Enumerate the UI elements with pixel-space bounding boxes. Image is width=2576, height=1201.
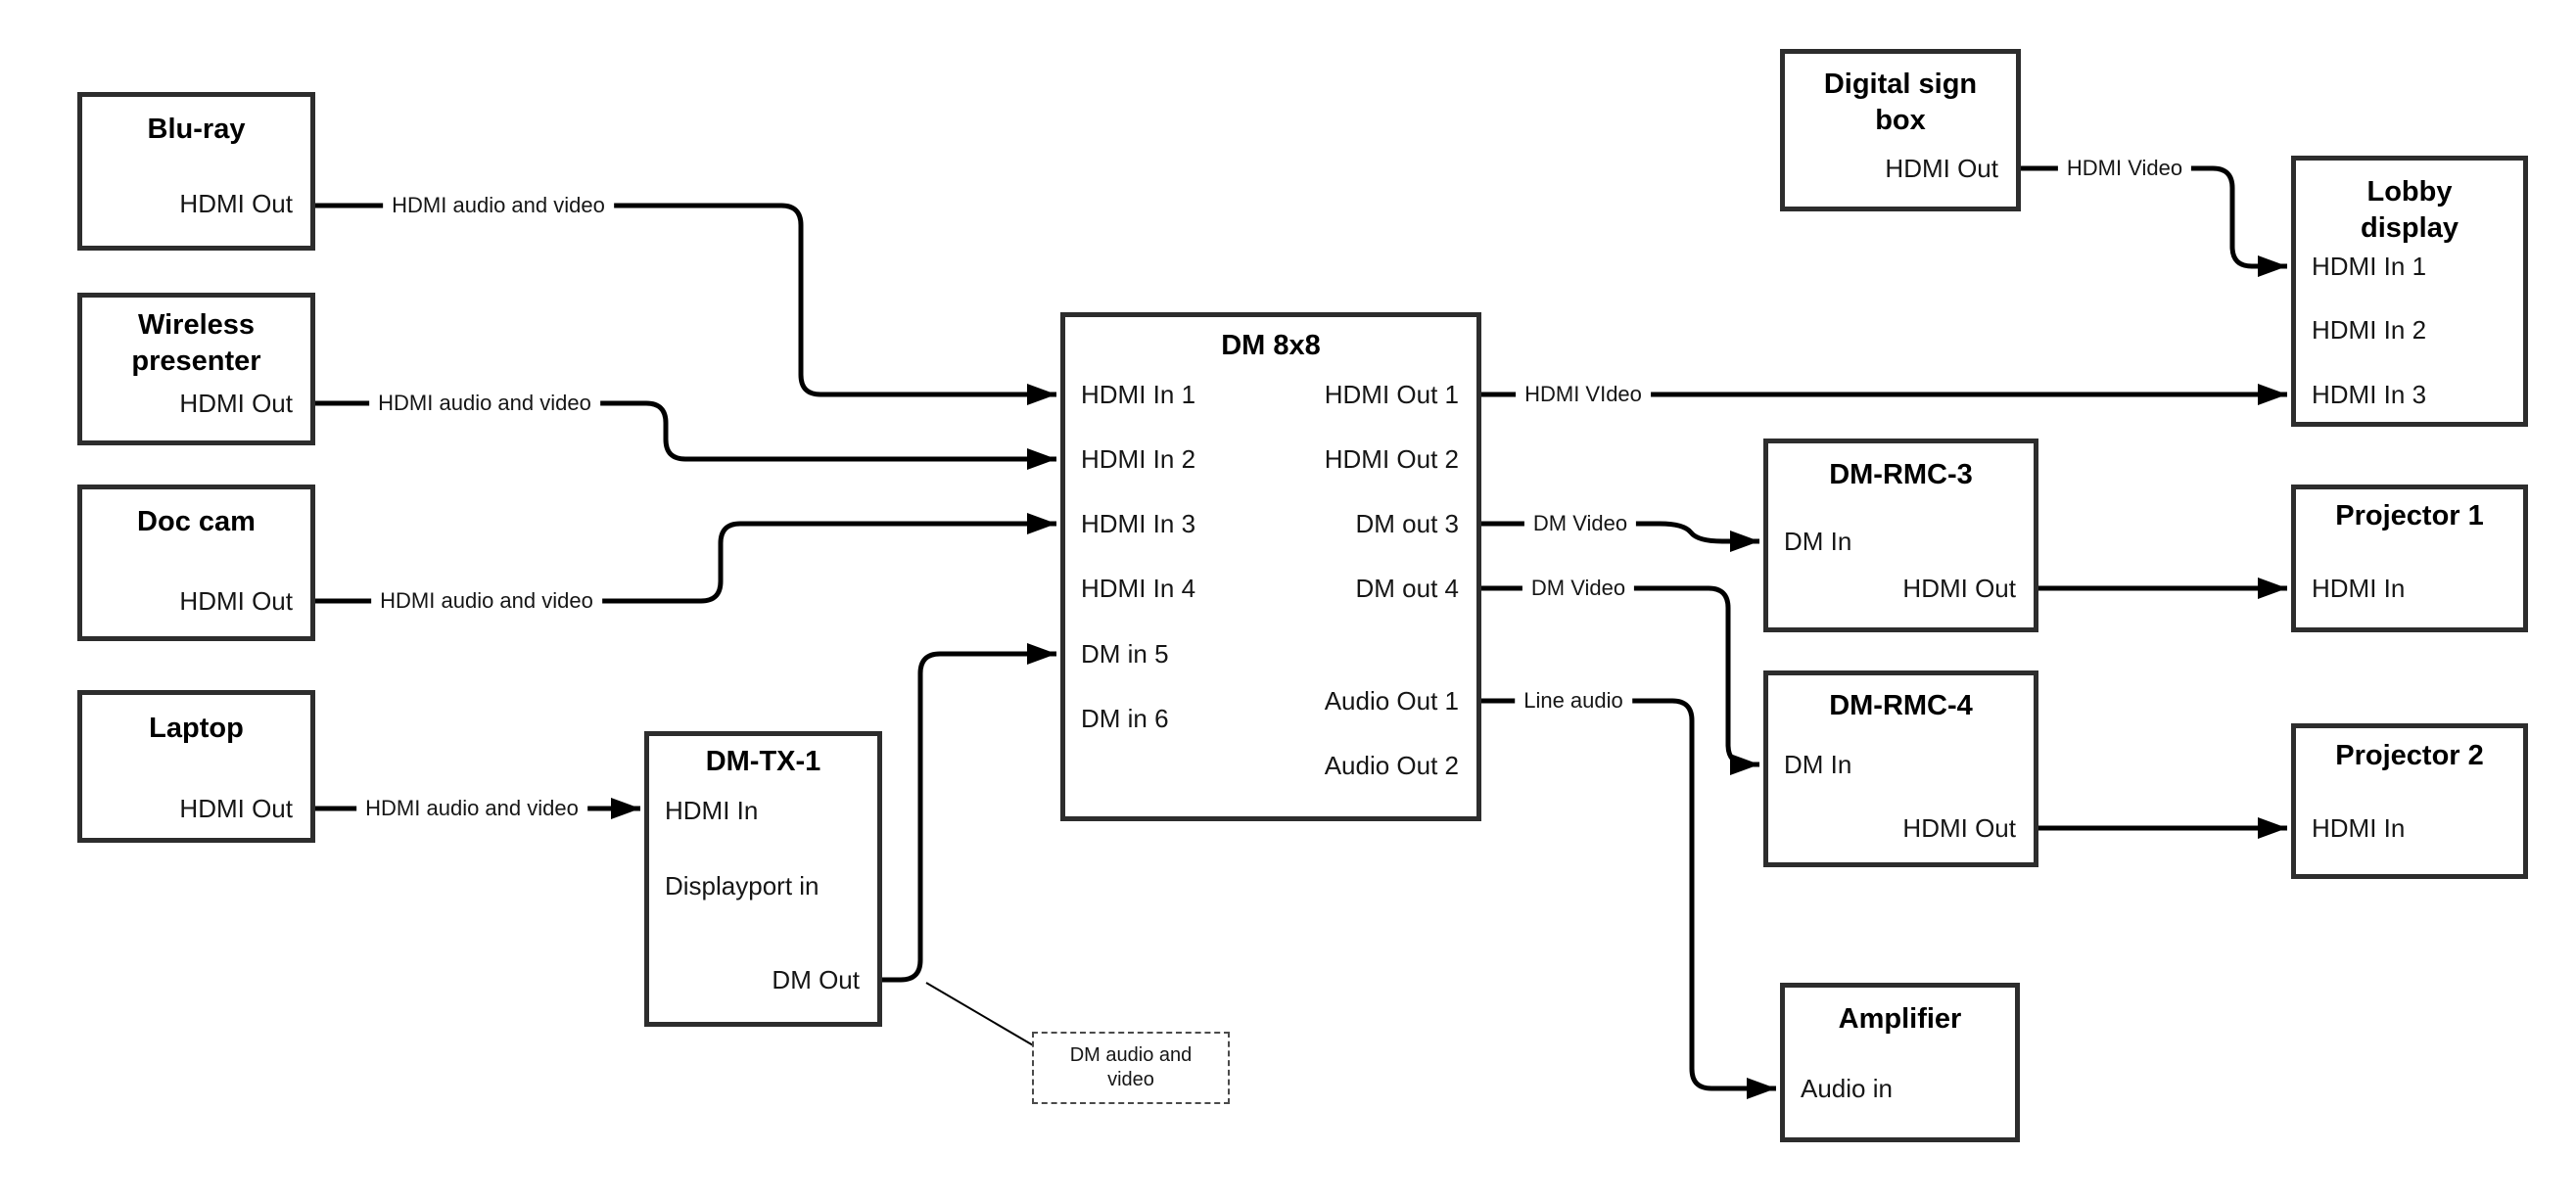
port-hdmi-in-3: HDMI In 3 <box>1081 509 1196 538</box>
port-hdmi-in-1: HDMI In 1 <box>2312 252 2427 281</box>
node-dm-rmc-4: DM-RMC-4 DM In HDMI Out <box>1763 670 2038 867</box>
port-dm-out-4: DM out 4 <box>1355 574 1460 603</box>
port-audio-out-2: Audio Out 2 <box>1324 751 1459 780</box>
node-wireless-presenter: Wireless presenter HDMI Out <box>77 293 315 445</box>
port-displayport-in: Displayport in <box>665 871 820 901</box>
port-hdmi-out: HDMI Out <box>1885 154 1998 183</box>
box-title: Projector 1 <box>2335 500 2484 531</box>
wire-dm8x8-out4-to-rmc4-dm-in <box>1479 585 1759 775</box>
port-hdmi-in-1: HDMI In 1 <box>1081 380 1196 409</box>
port-hdmi-in-4: HDMI In 4 <box>1081 574 1196 603</box>
node-dm-rmc-3: DM-RMC-3 DM In HDMI Out <box>1763 439 2038 632</box>
box-title: Lobby display <box>2361 176 2459 244</box>
box-title: Projector 2 <box>2335 740 2484 771</box>
port-hdmi-in: HDMI In <box>665 796 759 825</box>
port-dm-in: DM In <box>1784 527 1852 556</box>
port-hdmi-out-1: HDMI Out 1 <box>1324 380 1459 409</box>
node-projector-2: Projector 2 HDMI In <box>2291 723 2528 879</box>
port-dm-in-6: DM in 6 <box>1081 704 1169 733</box>
wire-label-laptop: HDMI audio and video <box>356 794 587 823</box>
node-lobby-display: Lobby display HDMI In 1 HDMI In 2 HDMI I… <box>2291 156 2528 427</box>
port-audio-in: Audio in <box>1801 1074 1893 1103</box>
wire-label-sign-hdmi-video: HDMI Video <box>2057 154 2192 183</box>
port-dm-in: DM In <box>1784 750 1852 779</box>
port-hdmi-out: HDMI Out <box>1902 574 2016 603</box>
port-hdmi-in: HDMI In <box>2312 574 2406 603</box>
port-hdmi-in-2: HDMI In 2 <box>1081 444 1196 474</box>
port-hdmi-in-2: HDMI In 2 <box>2312 315 2427 345</box>
node-projector-1: Projector 1 HDMI In <box>2291 485 2528 632</box>
callout-dm-audio-video: DM audio and video <box>1032 1032 1230 1104</box>
wire-label-line-audio: Line audio <box>1515 686 1632 716</box>
port-hdmi-out: HDMI Out <box>179 586 293 616</box>
box-title: DM-TX-1 <box>705 746 821 777</box>
port-hdmi-out-2: HDMI Out 2 <box>1324 444 1459 474</box>
node-doc-cam: Doc cam HDMI Out <box>77 485 315 641</box>
node-digital-sign-box: Digital sign box HDMI Out <box>1780 49 2021 211</box>
box-title: Digital sign box <box>1823 69 1978 136</box>
port-hdmi-out: HDMI Out <box>179 794 293 823</box>
wire-dm8x8-audio1-to-amp <box>1479 698 1776 1099</box>
port-hdmi-in: HDMI In <box>2312 813 2406 843</box>
wire-dmtx1-to-dm8x8-in5 <box>880 643 1056 983</box>
wire-doccam-to-dm8x8-in3 <box>312 513 1056 604</box>
wire-label-hdmi-video-out1: HDMI VIdeo <box>1516 380 1651 409</box>
wire-label-wireless: HDMI audio and video <box>369 389 600 418</box>
node-laptop: Laptop HDMI Out <box>77 690 315 843</box>
port-hdmi-out: HDMI Out <box>179 189 293 218</box>
port-hdmi-in-3: HDMI In 3 <box>2312 380 2427 409</box>
port-dm-out-3: DM out 3 <box>1355 509 1460 538</box>
box-title: DM 8x8 <box>1221 330 1321 361</box>
port-dm-out: DM Out <box>772 965 860 994</box>
box-title: Doc cam <box>137 506 256 537</box>
node-dm-8x8: DM 8x8 HDMI In 1 HDMI In 2 HDMI In 3 HDM… <box>1060 312 1481 821</box>
wire-label-doccam: HDMI audio and video <box>371 586 602 616</box>
box-title: DM-RMC-4 <box>1829 690 1973 721</box>
node-amplifier: Amplifier Audio in <box>1780 983 2020 1142</box>
box-title: Laptop <box>149 713 244 744</box>
wire-label-dm-video-out4: DM Video <box>1522 574 1635 603</box>
wire-sign-to-lobby-in1 <box>2019 165 2287 277</box>
port-hdmi-out: HDMI Out <box>1902 813 2016 843</box>
port-dm-in-5: DM in 5 <box>1081 639 1169 669</box>
box-title: Amplifier <box>1838 1003 1962 1035</box>
box-title: Wireless presenter <box>131 309 261 377</box>
port-audio-out-1: Audio Out 1 <box>1324 686 1459 716</box>
callout-leader-line <box>925 982 1041 1050</box>
box-title: DM-RMC-3 <box>1829 459 1973 490</box>
box-title: Blu-ray <box>147 114 246 145</box>
wire-label-bluray: HDMI audio and video <box>383 191 614 220</box>
wire-bluray-to-dm8x8-in1 <box>312 203 1056 405</box>
wire-dm8x8-out3-to-rmc3-dm-in <box>1479 521 1759 552</box>
wire-label-dm-video-out3: DM Video <box>1523 509 1637 538</box>
wire-wireless-to-dm8x8-in2 <box>312 400 1056 470</box>
port-hdmi-out: HDMI Out <box>179 389 293 418</box>
node-blu-ray: Blu-ray HDMI Out <box>77 92 315 251</box>
node-dm-tx-1: DM-TX-1 HDMI In Displayport in DM Out <box>644 731 882 1027</box>
